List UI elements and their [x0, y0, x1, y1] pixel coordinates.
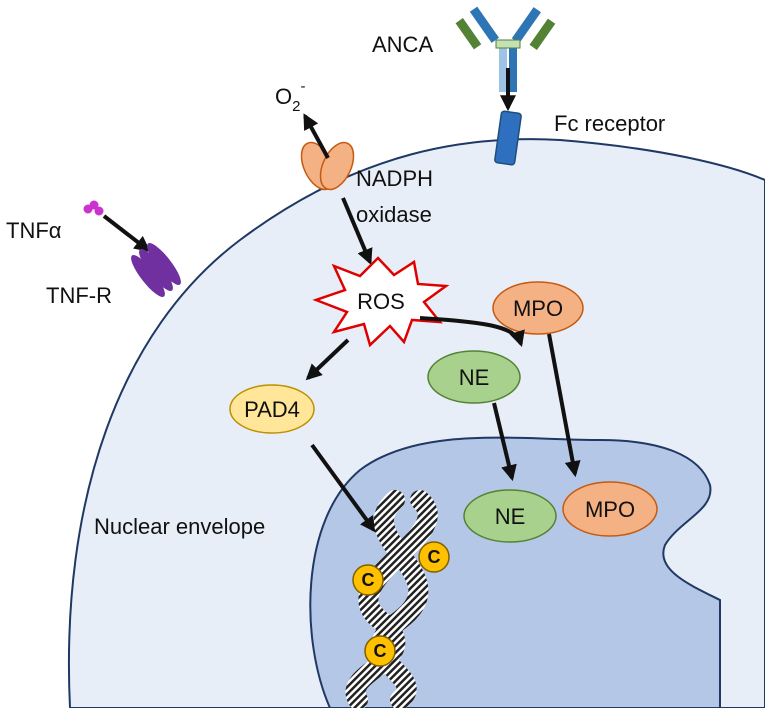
citrulline-marker-3 — [364, 635, 396, 667]
citrulline-label-2: C — [362, 570, 375, 590]
nadph-label-line1: NADPH — [356, 166, 433, 191]
arrow-mpo-to-nucleus — [547, 333, 581, 478]
arrow-ros-to-pad4 — [305, 338, 350, 381]
ne-cytoplasm-label: NE — [459, 365, 490, 390]
nuclear-envelope-label: Nuclear envelope — [94, 514, 265, 539]
mpo-cytoplasm — [492, 281, 584, 335]
ros-burst — [312, 256, 450, 348]
ne-cytoplasm — [427, 350, 521, 404]
citrulline-marker-2 — [352, 564, 384, 596]
nadph-label-line2: oxidase — [356, 202, 432, 227]
fc-receptor-label: Fc receptor — [554, 111, 665, 136]
tnf-alpha-icon — [83, 200, 104, 216]
ros-label: ROS — [357, 289, 405, 314]
citrulline-label-3: C — [374, 641, 387, 661]
superoxide-sub: 2 — [292, 98, 300, 115]
dna-helix-icon — [345, 490, 438, 708]
arrow-ne-to-nucleus — [492, 402, 517, 482]
tnf-r-label: TNF-R — [46, 283, 112, 308]
mpo-nucleus-label: MPO — [585, 497, 635, 522]
superoxide-base: O — [275, 84, 292, 109]
pad4-label: PAD4 — [244, 397, 300, 422]
superoxide-sup: - — [300, 78, 305, 95]
fc-receptor — [494, 110, 522, 166]
citrulline-label-1: C — [428, 547, 441, 567]
ne-nucleus-label: NE — [495, 504, 526, 529]
tnf-receptor — [131, 243, 181, 297]
superoxide-label: O2- — [275, 78, 305, 115]
arrow-tnfa-to-tnfr — [102, 214, 151, 252]
pad4-enzyme — [229, 384, 315, 434]
mpo-nucleus — [562, 481, 658, 537]
citrulline-marker-1 — [418, 541, 450, 573]
arrow-nadph-to-superoxide — [303, 113, 330, 159]
ne-nucleus — [463, 489, 557, 543]
tnf-alpha-label: TNFα — [6, 218, 62, 243]
antibody-icon — [455, 6, 556, 92]
arrow-nadph-to-ros — [341, 197, 373, 265]
mpo-cytoplasm-label: MPO — [513, 296, 563, 321]
arrow-ros-to-ne — [419, 316, 525, 348]
anca-label: ANCA — [372, 32, 433, 57]
arrow-pad4-to-dna — [310, 443, 376, 533]
